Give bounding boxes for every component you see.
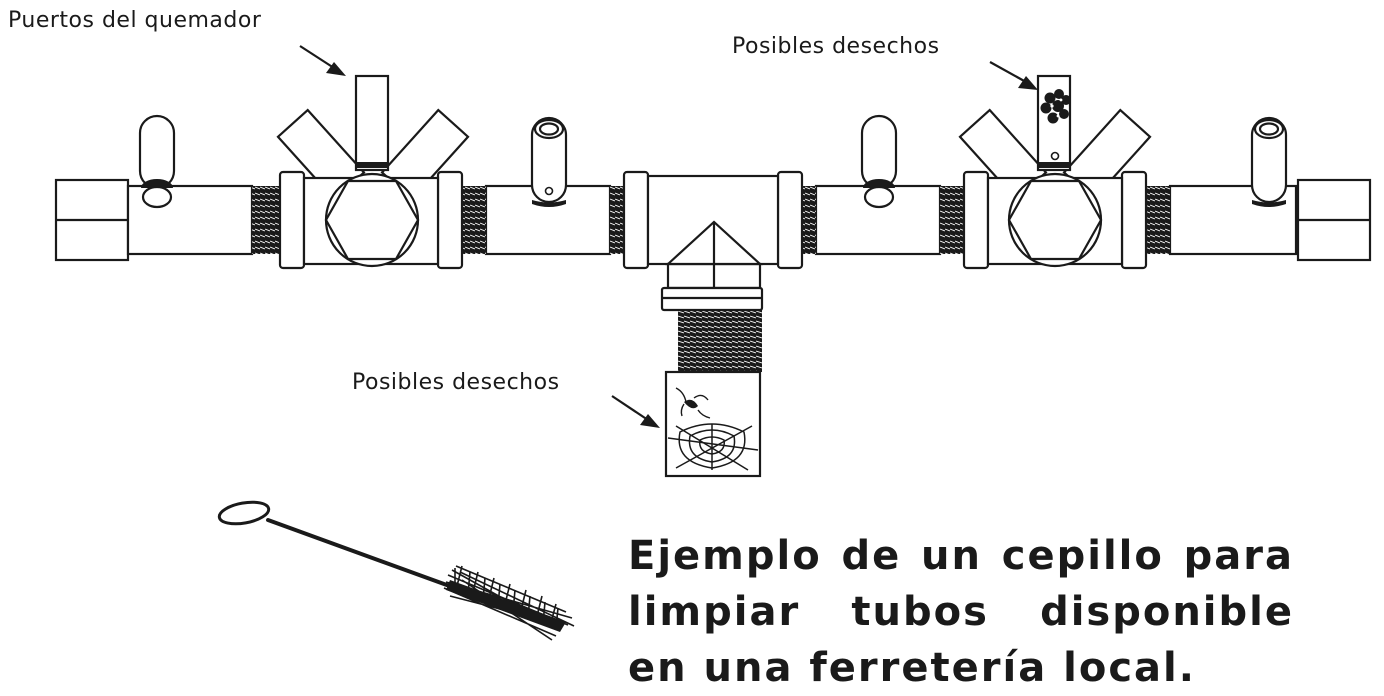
center-tee-fitting [646,174,780,312]
label-arrows [299,45,1038,428]
right-end-cap [1296,178,1372,262]
pipe-threads [252,186,1170,372]
left-end-cap [54,178,130,262]
left-burner-head [276,74,470,268]
pilot-tubes [138,114,1288,209]
burner-ports-label: Puertos del quemador [8,8,262,33]
brush-caption: Ejemplo de un cepillo para limpiar tubos… [628,533,1294,691]
pipe-flanges [278,170,1148,270]
possible-debris-label-bottom: Posibles desechos [352,370,560,395]
debris-clump-top [1040,89,1071,161]
pipe-brush-illustration [217,500,575,641]
right-burner-head [958,74,1152,268]
inlet-box-with-web [664,370,762,478]
possible-debris-label-top: Posibles desechos [732,34,940,59]
